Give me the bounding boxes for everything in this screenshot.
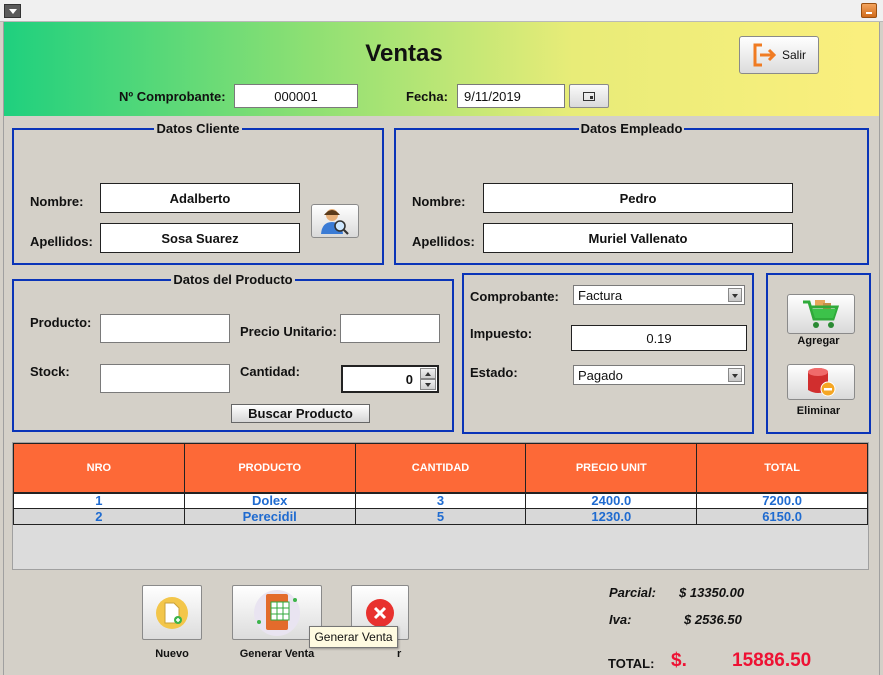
- currency-symbol: $.: [671, 650, 687, 671]
- empleado-nombre-field[interactable]: Pedro: [483, 183, 793, 213]
- cell-producto: Dolex: [184, 492, 356, 509]
- cliente-nombre-label: Nombre:: [30, 194, 84, 209]
- cantidad-value: 0: [405, 372, 413, 387]
- cell-nro: 1: [13, 492, 185, 509]
- cell-cantidad: 5: [355, 508, 527, 525]
- buscar-producto-button[interactable]: Buscar Producto: [231, 404, 370, 423]
- salir-label: Salir: [782, 48, 807, 62]
- close-icon: [366, 598, 394, 627]
- database-remove-icon: [808, 368, 836, 397]
- eliminar-button[interactable]: [787, 364, 855, 400]
- generar-venta-button[interactable]: [232, 585, 322, 640]
- agregar-button[interactable]: [787, 294, 855, 334]
- cliente-panel-title: Datos Cliente: [154, 121, 242, 136]
- table-row[interactable]: 2 Perecidil 5 1230.0 6150.0: [13, 508, 868, 525]
- generar-venta-caption: Generar Venta: [239, 648, 315, 660]
- calendar-icon: [583, 91, 595, 101]
- tooltip-generar-venta: Generar Venta: [309, 626, 398, 648]
- empleado-apellidos-label: Apellidos:: [412, 234, 475, 249]
- cliente-nombre-field[interactable]: Adalberto: [100, 183, 300, 213]
- empleado-panel: Datos Empleado Nombre: Pedro Apellidos: …: [394, 121, 869, 265]
- exit-icon: [753, 43, 777, 67]
- cell-cantidad: 3: [355, 492, 527, 509]
- comprobante-tipo-label: Comprobante:: [470, 289, 559, 304]
- col-header-precio-unit[interactable]: PRECIO UNIT: [525, 443, 698, 494]
- col-header-total[interactable]: TOTAL: [696, 443, 868, 494]
- estado-label: Estado:: [470, 365, 518, 380]
- comprobante-number-label: Nº Comprobante:: [119, 89, 226, 104]
- cell-producto: Perecidil: [184, 508, 356, 525]
- cliente-apellidos-field[interactable]: Sosa Suarez: [100, 223, 300, 253]
- page-title: Ventas: [365, 40, 443, 67]
- cantidad-label: Cantidad:: [240, 364, 300, 379]
- col-header-producto[interactable]: PRODUCTO: [184, 443, 356, 494]
- impuesto-label: Impuesto:: [470, 326, 533, 341]
- empleado-nombre-label: Nombre:: [412, 194, 466, 209]
- system-menu-icon[interactable]: [4, 4, 21, 18]
- cell-total: 6150.0: [696, 508, 868, 525]
- new-document-icon: [156, 596, 188, 629]
- precio-unitario-field[interactable]: [340, 314, 440, 343]
- impuesto-field[interactable]: 0.19: [571, 325, 747, 351]
- cell-precio-unit: 1230.0: [525, 508, 698, 525]
- table-row[interactable]: 1 Dolex 3 2400.0 7200.0: [13, 492, 868, 509]
- precio-unitario-label: Precio Unitario:: [240, 324, 337, 339]
- total-label: TOTAL:: [608, 656, 655, 671]
- minimize-button[interactable]: [861, 3, 877, 18]
- producto-label: Producto:: [30, 315, 92, 330]
- spreadsheet-report-icon: [254, 589, 300, 636]
- cell-nro: 2: [13, 508, 185, 525]
- buscar-cliente-button[interactable]: [311, 204, 359, 238]
- window-titlebar: [0, 0, 883, 22]
- cancelar-caption: r: [397, 648, 402, 660]
- iva-value: $ 2536.50: [684, 612, 742, 627]
- comprobante-number-field[interactable]: 000001: [234, 84, 358, 108]
- comprobante-tipo-select[interactable]: Factura: [573, 285, 745, 305]
- ventas-table: NRO PRODUCTO CANTIDAD PRECIO UNIT TOTAL …: [12, 442, 869, 570]
- eliminar-caption: Eliminar: [796, 405, 841, 417]
- comprobante-panel: Comprobante: Factura Impuesto: 0.19 Esta…: [462, 273, 754, 434]
- iva-label: Iva:: [609, 612, 632, 627]
- shopping-cart-icon: [803, 300, 840, 328]
- comprobante-tipo-value: Factura: [578, 287, 623, 303]
- nuevo-caption: Nuevo: [155, 648, 189, 660]
- ventas-window: Ventas Salir Nº Comprobante: 000001 Fech…: [3, 22, 880, 675]
- cell-precio-unit: 2400.0: [525, 492, 698, 509]
- producto-panel-title: Datos del Producto: [171, 272, 295, 287]
- date-picker-button[interactable]: [569, 84, 609, 108]
- decrement-arrow-icon[interactable]: [420, 379, 436, 390]
- empleado-panel-title: Datos Empleado: [578, 121, 685, 136]
- chevron-down-icon: [728, 368, 742, 382]
- cliente-apellidos-label: Apellidos:: [30, 234, 93, 249]
- cell-total: 7200.0: [696, 492, 868, 509]
- col-header-cantidad[interactable]: CANTIDAD: [355, 443, 527, 494]
- parcial-label: Parcial:: [609, 585, 656, 600]
- producto-panel: Datos del Producto Producto: Precio Unit…: [12, 272, 454, 432]
- cliente-panel: Datos Cliente Nombre: Adalberto Apellido…: [12, 121, 384, 265]
- salir-button[interactable]: Salir: [739, 36, 819, 74]
- nuevo-button[interactable]: [142, 585, 202, 640]
- cantidad-stepper[interactable]: 0: [341, 365, 439, 393]
- parcial-value: $ 13350.00: [679, 585, 745, 600]
- actions-panel: Agregar Eliminar: [766, 273, 871, 434]
- empleado-apellidos-field[interactable]: Muriel Vallenato: [483, 223, 793, 253]
- stock-field[interactable]: [100, 364, 230, 393]
- fecha-field[interactable]: 9/11/2019: [457, 84, 565, 108]
- estado-select[interactable]: Pagado: [573, 365, 745, 385]
- search-user-icon: [321, 209, 349, 235]
- agregar-caption: Agregar: [797, 335, 840, 347]
- header-banner: Ventas Salir Nº Comprobante: 000001 Fech…: [4, 22, 879, 116]
- total-value: 15886.50: [732, 650, 812, 671]
- col-header-nro[interactable]: NRO: [13, 443, 185, 494]
- fecha-label: Fecha:: [406, 89, 448, 104]
- stock-label: Stock:: [30, 364, 70, 379]
- increment-arrow-icon[interactable]: [420, 368, 436, 379]
- producto-field[interactable]: [100, 314, 230, 343]
- estado-value: Pagado: [578, 367, 623, 383]
- chevron-down-icon: [728, 288, 742, 302]
